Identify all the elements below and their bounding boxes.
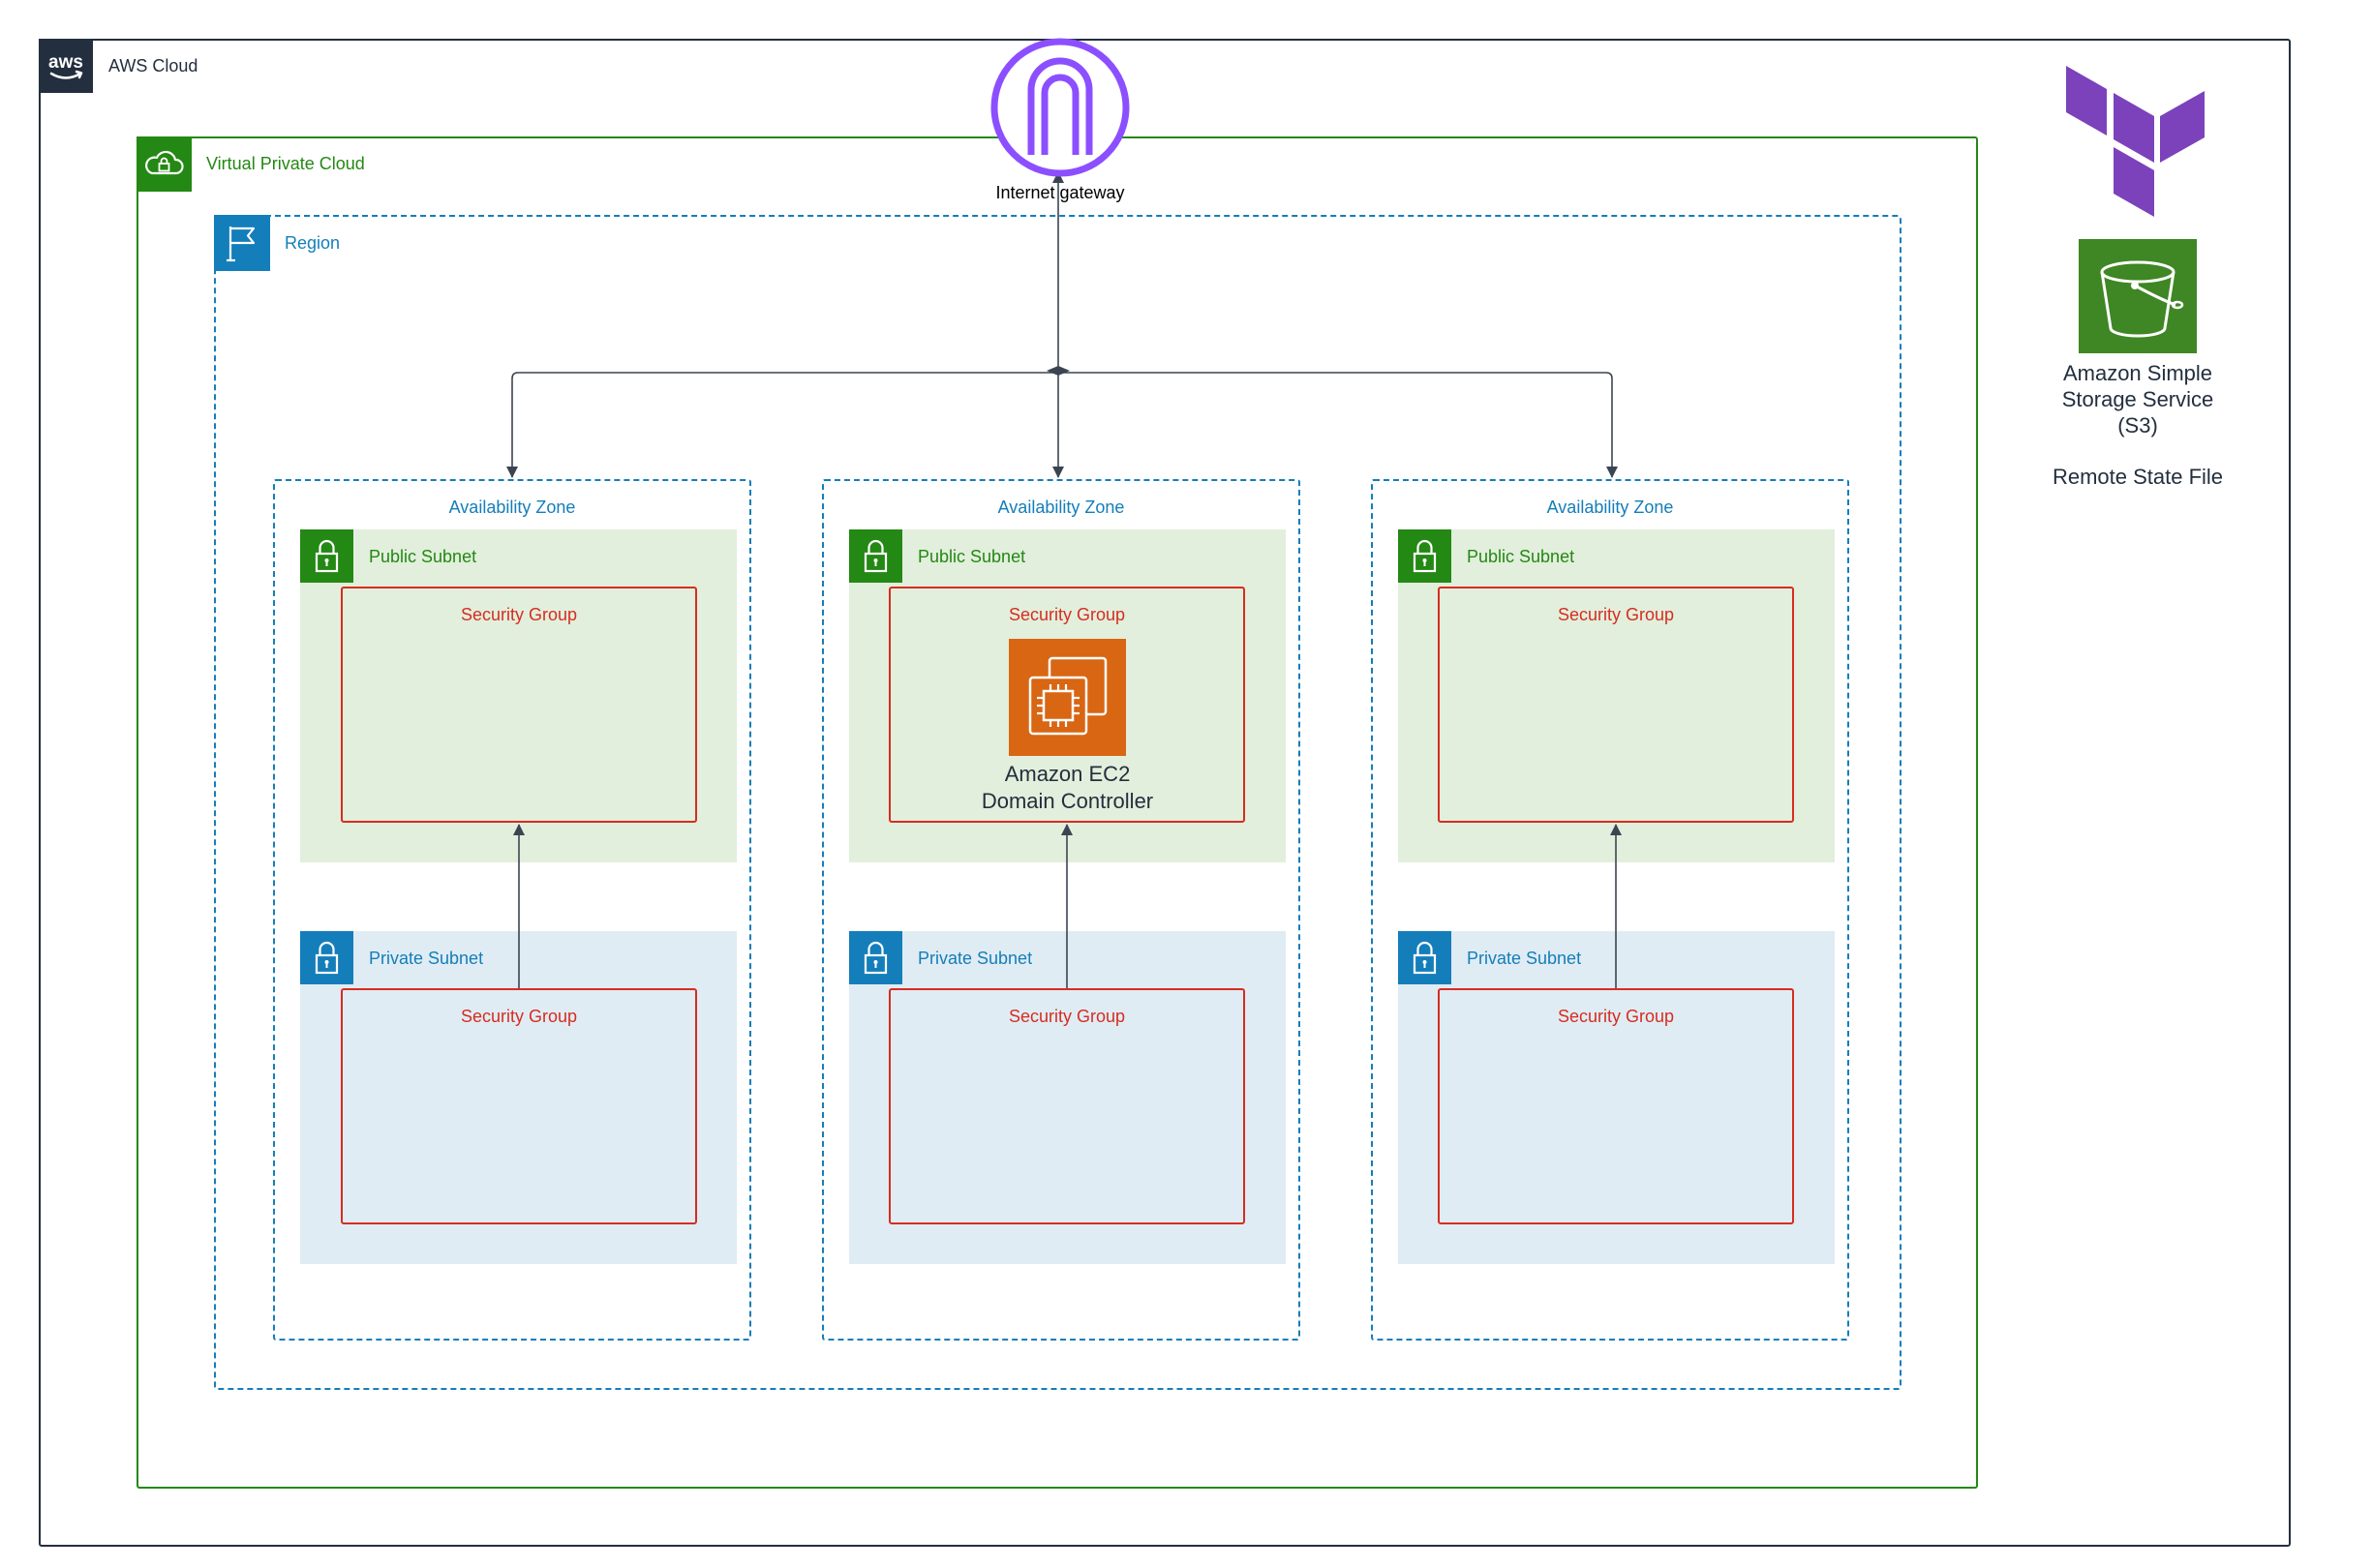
private-subnet-label: Private Subnet <box>918 949 1033 968</box>
availability-zone-label: Availability Zone <box>1546 498 1674 517</box>
remote-state-file-label: Remote State File <box>2052 465 2224 489</box>
ec2-label-line1: Amazon EC2 <box>1004 762 1131 786</box>
region-label: Region <box>285 233 341 253</box>
ec2-label-line2: Domain Controller <box>981 789 1154 813</box>
security-group-private-2 <box>889 988 1245 1224</box>
public-subnet-label: Public Subnet <box>918 547 1026 566</box>
s3-label-line1: Amazon Simple <box>2062 361 2213 385</box>
terraform-logo-icon <box>2066 66 2205 217</box>
availability-zone-1 <box>273 479 751 1341</box>
aws-cloud-label: AWS Cloud <box>108 56 198 75</box>
padlock-icon <box>1398 931 1451 984</box>
ec2-domain-controller-label: Amazon EC2 Domain Controller <box>912 761 1223 815</box>
security-group-public-3 <box>1438 587 1794 823</box>
private-subnet-label: Private Subnet <box>1467 949 1582 968</box>
availability-zone-3 <box>1371 479 1849 1341</box>
security-group-label: Security Group <box>1008 605 1126 624</box>
s3-label: Amazon Simple Storage Service (S3) <box>2014 360 2262 438</box>
s3-label-line2: Storage Service <box>2061 387 2214 411</box>
padlock-icon <box>849 529 902 583</box>
padlock-icon <box>1398 529 1451 583</box>
security-group-label: Security Group <box>460 605 578 624</box>
private-subnet-label: Private Subnet <box>369 949 484 968</box>
availability-zone-label: Availability Zone <box>448 498 576 517</box>
security-group-private-1 <box>341 988 697 1224</box>
vpc-label: Virtual Private Cloud <box>206 154 365 173</box>
s3-label-line3: (S3) <box>2117 413 2158 437</box>
s3-bucket-icon <box>2079 239 2197 353</box>
svg-text:aws: aws <box>48 52 83 73</box>
public-subnet-label: Public Subnet <box>1467 547 1575 566</box>
padlock-icon <box>300 931 353 984</box>
security-group-private-3 <box>1438 988 1794 1224</box>
public-subnet-1 <box>300 529 737 862</box>
security-group-label: Security Group <box>1008 1007 1126 1026</box>
padlock-icon <box>849 931 902 984</box>
aws-logo-icon: aws <box>39 39 93 93</box>
flag-icon <box>214 215 270 271</box>
ec2-chip-icon <box>1009 639 1126 756</box>
security-group-label: Security Group <box>1557 605 1675 624</box>
security-group-label: Security Group <box>1557 1007 1675 1026</box>
public-subnet-label: Public Subnet <box>369 547 477 566</box>
public-subnet-3 <box>1398 529 1835 862</box>
security-group-label: Security Group <box>460 1007 578 1026</box>
padlock-icon <box>300 529 353 583</box>
cloud-lock-icon <box>137 136 192 192</box>
availability-zone-label: Availability Zone <box>997 498 1125 517</box>
security-group-public-2 <box>889 587 1245 823</box>
internet-gateway-icon <box>990 38 1130 177</box>
junction-to-az1-connector <box>506 372 1056 478</box>
aws-cloud-group <box>39 39 2291 1547</box>
availability-zone-2 <box>822 479 1300 1341</box>
internet-gateway-label: Internet gateway <box>995 183 1125 202</box>
junction-to-az3-connector <box>1060 372 1618 478</box>
security-group-public-1 <box>341 587 697 823</box>
